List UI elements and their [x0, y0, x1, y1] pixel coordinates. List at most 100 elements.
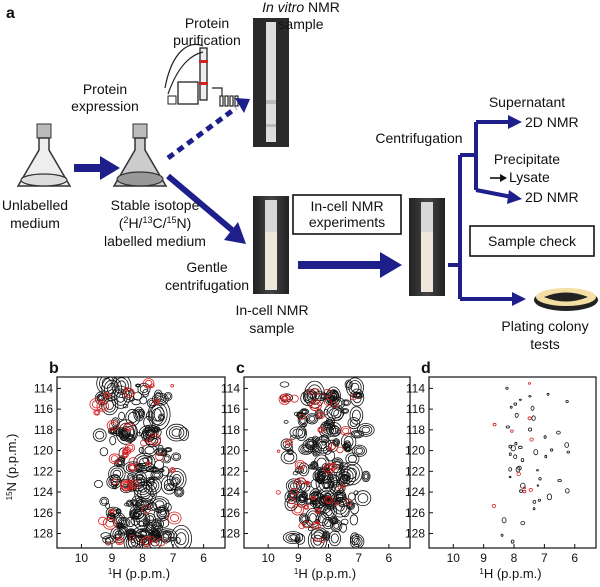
labelled-medium-label-2: (2H/13C/15N) [119, 215, 192, 231]
peak-contour [354, 490, 372, 507]
peak-contour-red [120, 480, 132, 491]
peak-contour-red [123, 452, 128, 457]
peak-contour [137, 408, 145, 418]
peak-contour [508, 452, 512, 456]
y-tick-label: 114 [406, 381, 425, 395]
peak-contour [301, 423, 307, 428]
peak-contour [162, 531, 172, 539]
peak-contour [295, 491, 308, 508]
peak-group [491, 382, 570, 544]
peak-contour [163, 502, 172, 512]
peak-contour [137, 530, 148, 541]
peak-contour [298, 413, 303, 418]
peak-contour-red [280, 395, 289, 403]
peak-contour [111, 481, 118, 489]
peak-contour-red [523, 486, 527, 490]
peak-contour [324, 519, 332, 528]
peak-contour-red [108, 453, 121, 465]
peak-contour [139, 396, 148, 405]
peak-contour-red [288, 497, 296, 505]
y-tick-label: 120 [405, 444, 425, 458]
peak-contour [530, 405, 535, 411]
peak-contour [294, 536, 301, 544]
peak-contour [311, 500, 317, 505]
peak-contour [117, 523, 124, 528]
peak-contour [332, 438, 341, 447]
peak-contour-red [342, 427, 350, 435]
peak-contour [340, 407, 350, 414]
peak-contour-red [170, 468, 175, 473]
peak-contour-red [316, 411, 325, 420]
peak-contour [333, 439, 340, 446]
peak-contour-red [528, 382, 531, 385]
peak-contour [115, 508, 122, 515]
peak-contour [307, 526, 313, 532]
peak-contour [304, 380, 326, 409]
peak-contour [124, 425, 136, 439]
peak-contour [168, 426, 185, 440]
peak-contour [294, 533, 306, 545]
protein-expression-label-2: expression [71, 98, 139, 114]
workflow-arrows [74, 98, 526, 306]
peak-contour [520, 458, 525, 463]
peak-contour [312, 534, 323, 546]
peak-contour-red [286, 439, 292, 445]
peak-contour [531, 415, 536, 421]
peak-contour [508, 444, 513, 449]
x-tick-label: 6 [386, 551, 393, 565]
peak-contour-red [291, 503, 305, 516]
peak-contour-red [293, 505, 302, 514]
peak-contour [99, 496, 109, 506]
peak-contour-red [149, 435, 159, 444]
peak-contour [565, 399, 569, 403]
peak-contour [336, 430, 341, 434]
peak-contour [340, 473, 349, 485]
peak-contour [351, 444, 367, 457]
peak-contour-red [336, 446, 344, 454]
peak-contour [532, 507, 536, 511]
peak-contour-red [167, 511, 182, 525]
peak-contour [153, 472, 160, 478]
peak-contour [176, 489, 182, 495]
panel-label-c: c [236, 360, 245, 377]
peak-contour-red [325, 497, 332, 503]
y-tick-label: 116 [221, 402, 240, 416]
peak-contour-red [128, 534, 136, 541]
y-tick-label: 122 [220, 464, 240, 478]
x-tick-label: 7 [355, 551, 362, 565]
peak-contour-red [311, 388, 320, 396]
peak-contour [161, 466, 170, 477]
peak-contour [328, 530, 342, 547]
peak-contour-red [98, 402, 107, 410]
peak-contour [309, 513, 317, 523]
plating-label-2: tests [530, 336, 560, 352]
peak-contour [127, 411, 138, 423]
labelled-medium-label-3: labelled medium [104, 233, 206, 249]
peak-contour [334, 440, 339, 445]
peak-contour [297, 428, 305, 439]
peak-contour-red [276, 449, 281, 453]
peak-contour [290, 434, 296, 440]
peak-contour-red [334, 501, 339, 506]
precipitate-nmr-label: 2D NMR [525, 189, 579, 205]
peak-contour [170, 525, 192, 548]
peak-contour [294, 466, 304, 474]
in-cell-sample-label-2: sample [249, 320, 294, 336]
y-tick-label: 124 [33, 485, 53, 499]
peak-contour [134, 408, 144, 420]
peak-contour [175, 488, 184, 496]
peak-contour [118, 411, 125, 421]
peak-contour [321, 472, 331, 481]
peak-contour [359, 424, 373, 435]
peak-contour [342, 442, 350, 450]
peak-contour [500, 533, 504, 537]
peak-contour [349, 406, 364, 425]
peak-contour [113, 458, 125, 468]
peak-contour [549, 448, 554, 452]
peak-contour-red [109, 508, 115, 514]
peak-contour-red [148, 385, 152, 389]
peak-contour [536, 484, 540, 487]
peak-contour [118, 523, 123, 528]
peak-contour [111, 377, 132, 398]
peak-contour [110, 429, 115, 433]
